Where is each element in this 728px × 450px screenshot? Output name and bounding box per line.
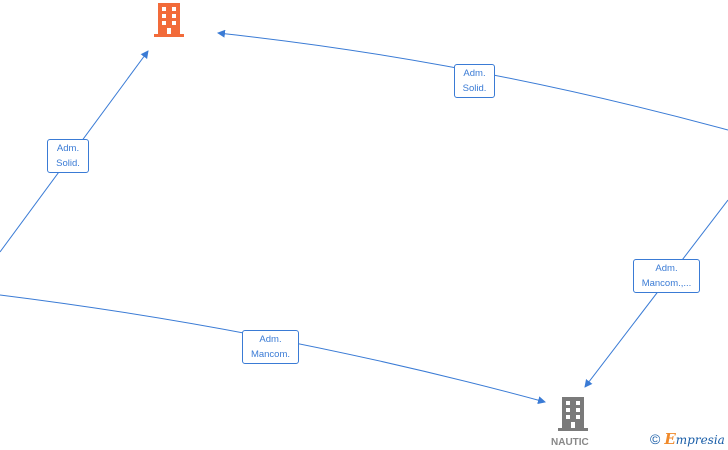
edge-label-top[interactable]: Adm. Solid. bbox=[454, 64, 495, 98]
building-icon[interactable] bbox=[557, 396, 589, 432]
edge-label-line2: Solid. bbox=[462, 83, 487, 94]
edge-label-line1: Adm. bbox=[655, 263, 678, 274]
nautic-label: NAUTIC bbox=[551, 437, 589, 448]
edge-label-line1: Adm. bbox=[56, 143, 80, 154]
brand-initial: E bbox=[664, 430, 676, 448]
edge-label-left[interactable]: Adm. Solid. bbox=[47, 139, 89, 173]
edge-label-right[interactable]: Adm. Mancom.,... bbox=[633, 259, 700, 293]
empresia-logo: Empresia bbox=[664, 430, 725, 448]
brand-rest: mpresia bbox=[675, 433, 725, 447]
edge-label-line2: Mancom.,... bbox=[641, 278, 692, 289]
edge-line-right bbox=[584, 199, 728, 388]
edge-label-line2: Mancom. bbox=[250, 349, 291, 360]
edge-label-bottom[interactable]: Adm. Mancom. bbox=[242, 330, 299, 364]
edge-label-line1: Adm. bbox=[259, 334, 282, 345]
building-icon[interactable] bbox=[153, 2, 185, 38]
edge-label-line2: Solid. bbox=[56, 158, 80, 169]
empresia-watermark: © Empresia bbox=[650, 430, 725, 448]
copyright-symbol: © bbox=[650, 431, 661, 447]
edge-label-line1: Adm. bbox=[463, 68, 486, 79]
